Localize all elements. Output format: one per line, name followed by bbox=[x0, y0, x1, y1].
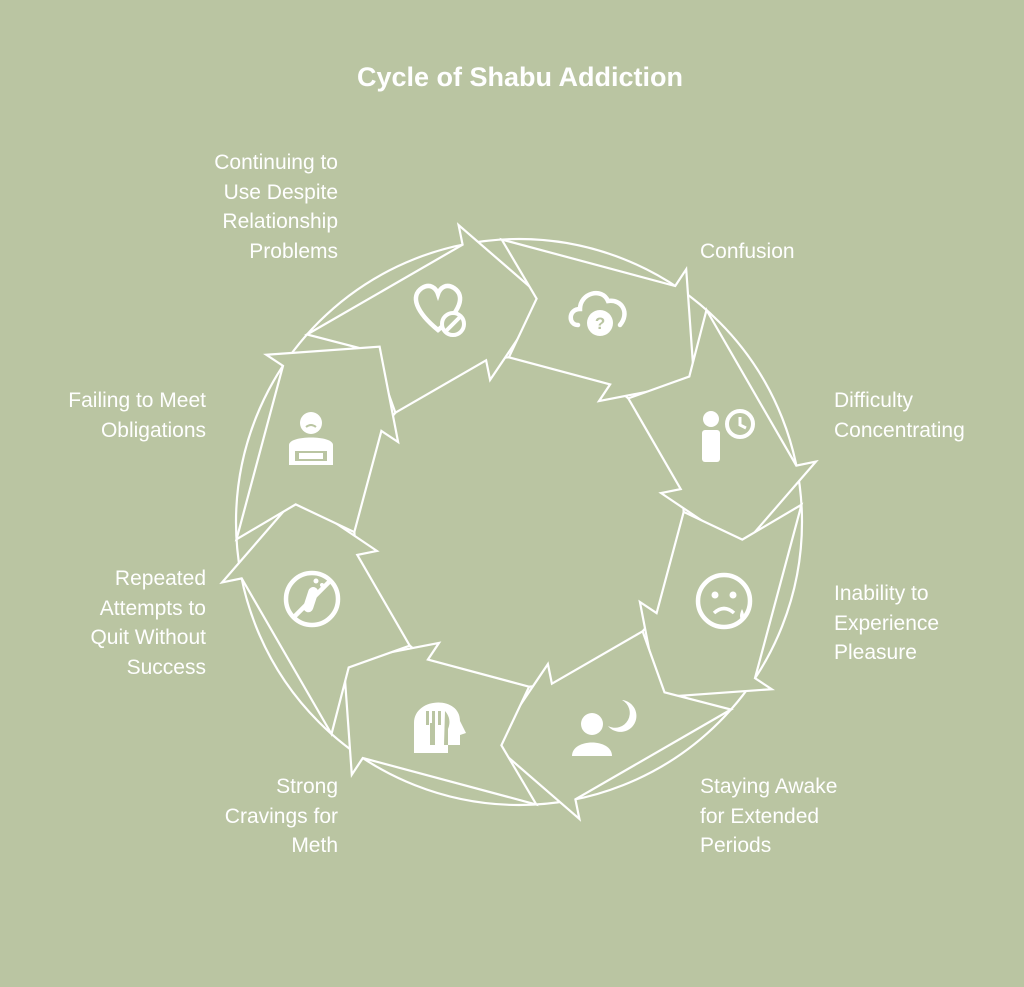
broken-heart-icon bbox=[413, 283, 466, 337]
outer-ring bbox=[234, 237, 804, 807]
person-clock-icon bbox=[702, 409, 755, 462]
cycle-arrow-7 bbox=[219, 495, 412, 737]
diagram-title: Cycle of Shabu Addiction bbox=[356, 62, 684, 92]
sad-person-desk-icon bbox=[289, 412, 333, 465]
step-label-2: Confusion bbox=[700, 240, 795, 263]
person-moon-icon bbox=[572, 700, 637, 756]
svg-text:?: ? bbox=[595, 314, 605, 333]
cycle-arrows bbox=[219, 222, 819, 822]
cycle-arrow-3 bbox=[626, 307, 819, 549]
head-fork-knife-icon bbox=[414, 702, 466, 753]
cloud-question-icon: ? bbox=[568, 290, 627, 336]
no-drugs-icon bbox=[283, 570, 341, 628]
cycle-arrow-4 bbox=[638, 502, 804, 699]
cycle-arrow-5 bbox=[492, 629, 734, 822]
sad-face-icon bbox=[695, 572, 753, 630]
